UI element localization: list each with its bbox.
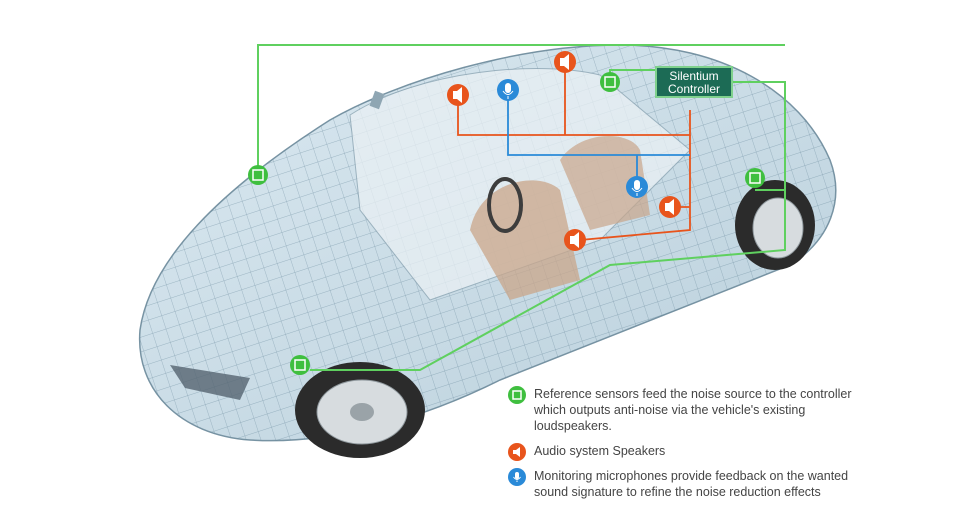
speaker-icon xyxy=(508,443,526,461)
legend-text: Reference sensors feed the noise source … xyxy=(534,387,852,433)
microphone-icon xyxy=(626,176,648,198)
speaker-icon xyxy=(659,196,681,218)
speaker-icon xyxy=(564,229,586,251)
speaker-wiring xyxy=(457,62,691,241)
legend-text: Monitoring microphones provide feedback … xyxy=(534,469,849,499)
legend: Reference sensors feed the noise source … xyxy=(508,386,868,509)
reference-sensor-icon xyxy=(745,168,765,188)
reference-sensor-icon xyxy=(600,72,620,92)
speaker-icon xyxy=(447,84,469,106)
microphone-icon xyxy=(508,468,526,486)
reference-sensor-icon xyxy=(248,165,268,185)
legend-item-speaker: Audio system Speakers xyxy=(508,443,868,461)
reference-sensor-icon xyxy=(508,386,526,404)
front-wheel xyxy=(295,362,425,458)
seat xyxy=(470,180,580,300)
legend-text: Audio system Speakers xyxy=(534,444,666,458)
side-mirror xyxy=(369,90,385,110)
headlight xyxy=(170,365,250,400)
car-wireframe xyxy=(138,44,837,458)
legend-item-sensor: Reference sensors feed the noise source … xyxy=(508,386,868,434)
legend-item-microphone: Monitoring microphones provide feedback … xyxy=(508,468,868,500)
microphone-icon xyxy=(497,79,519,101)
speaker-icon xyxy=(554,51,576,73)
rear-wheel xyxy=(735,180,815,270)
controller-line1: Silentium xyxy=(669,69,719,83)
seat xyxy=(560,136,650,230)
silentium-controller: Silentium Controller xyxy=(655,66,733,98)
reference-sensor-icon xyxy=(290,355,310,375)
controller-line2: Controller xyxy=(667,82,721,96)
steering-wheel xyxy=(487,177,523,233)
